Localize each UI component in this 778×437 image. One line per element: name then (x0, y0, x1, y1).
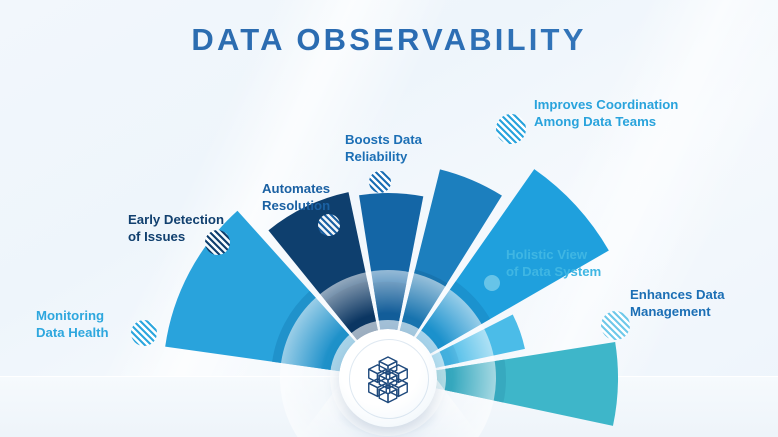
striped-circle-icon-early-detection (205, 230, 230, 255)
striped-circle-icon-boosts-data-reliability (369, 171, 391, 193)
page-title: DATA OBSERVABILITY (0, 22, 778, 58)
striped-circle-icon-automates-resolution (318, 214, 340, 236)
label-automates-resolution: Automates Resolution (262, 181, 331, 214)
label-boosts-data-reliability: Boosts Data Reliability (345, 132, 422, 165)
cube-blocks-icon (368, 356, 408, 404)
label-monitoring-data-health: Monitoring Data Health (36, 308, 109, 341)
label-improves-coordination: Improves Coordination Among Data Teams (534, 97, 679, 130)
label-holistic-view: Holistic View of Data System (506, 247, 602, 280)
striped-circle-icon-monitoring (131, 320, 157, 346)
striped-circle-icon-improves-coordination (496, 114, 526, 144)
label-early-detection: Early Detection of Issues (128, 212, 225, 245)
striped-circle-icon-enhances-data-management (601, 311, 630, 340)
label-enhances-data-management: Enhances Data Management (630, 287, 725, 320)
center-hub[interactable] (339, 329, 437, 427)
dotted-circle-icon-holistic-view (484, 275, 500, 291)
